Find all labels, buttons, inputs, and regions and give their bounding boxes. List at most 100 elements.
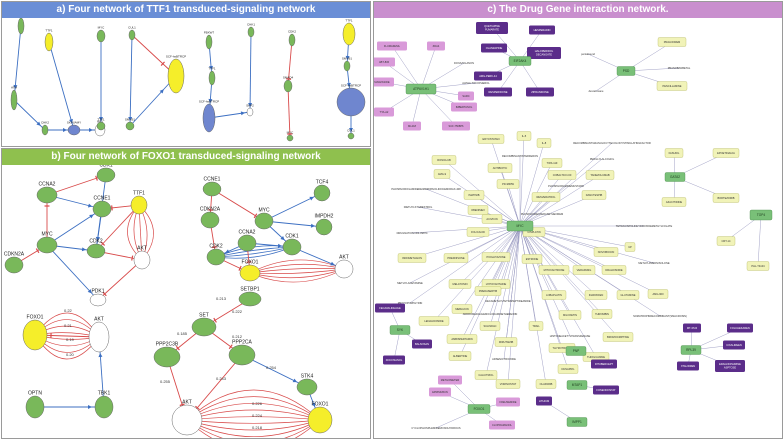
- drug-label: METHYLPREDNISOLONE: [638, 261, 669, 265]
- node-label: FBXW7: [204, 31, 215, 35]
- interaction-edge: [249, 31, 252, 113]
- drug-node-phosphodiesterasetheorem: PHOSPHODIESTERASETHEOREM: [521, 212, 563, 216]
- drug-node-eryostatan: ERYOSTATAN: [477, 134, 505, 144]
- node-label: CUL1: [128, 26, 136, 30]
- drug-node-folchekaren: FOLCHEKAREN: [727, 323, 753, 333]
- drug-node-amg-9: AMG-9: [433, 169, 451, 179]
- node-label: PPP2C3B: [156, 342, 179, 348]
- drug-node-methometer: METHOMETER: [438, 375, 462, 385]
- drug-gene-edge: [757, 214, 762, 267]
- drug-node-pioglitazone: PIOGLITAZONE: [481, 252, 511, 262]
- interaction-edge: [211, 188, 265, 222]
- drug-node-foseodostat: FOSEODOSTAT: [593, 385, 619, 395]
- drug-label: ALPHA-TOCOPHEROL: [462, 81, 490, 85]
- node-chk1: CHK1: [17, 18, 25, 35]
- drug-label: TETRACISPOLINHYDROXIDEMETHYLFOLATE: [616, 224, 673, 228]
- drug-label: PREDASERTIB: [479, 289, 498, 293]
- node-ttf1: TTF1: [208, 67, 216, 86]
- drug-label: PHOSPHORAMIDEMUSTARD: [548, 184, 584, 188]
- drug-node-clopramanol: CLOPRAMANOL: [489, 420, 515, 430]
- node-cdkn2a: CDKN2A: [4, 252, 25, 274]
- drug-label: PIOGLITAZONE: [487, 255, 506, 259]
- node-cdk2: CDK2: [86, 239, 106, 259]
- drug-label: TRAIL: [532, 324, 540, 328]
- node-label: OPTN: [28, 391, 42, 397]
- drug-node-methylprednisolone: METHYLPREDNISOLONE: [638, 261, 669, 265]
- node-cdk1: CDK1: [96, 165, 116, 183]
- drug-label: MANZASIDE: [374, 80, 389, 84]
- drug-node-estrone: ESTRONE: [521, 254, 543, 264]
- drug-label: DECAMETHYLTETRAPEPTIDEAMIDE: [485, 299, 531, 303]
- drug-node-bromocriptine: BROMOCRIPTINE: [602, 332, 634, 342]
- drug-node-obenimex: OBENIMEX: [467, 205, 489, 215]
- drug-label: MELATONIN: [453, 282, 468, 286]
- edge-inhibit-bar: [131, 255, 134, 261]
- drug-label: ZDA4: [433, 44, 440, 48]
- drug-gene-edge: [503, 225, 521, 360]
- drug-node-drugnation-n04-09874: DRUGNATION N04-09874: [397, 231, 428, 235]
- drug-gene-edge: [409, 225, 521, 304]
- drug-node-pd-98059: PD-98059: [496, 179, 520, 189]
- node-pdk1: PDK1: [89, 289, 107, 307]
- node-ccna2: CCNA2: [36, 182, 58, 204]
- drug-label: IMATINIB: [468, 193, 479, 197]
- edge-arrowhead: [98, 352, 103, 358]
- drug-label: IL-5: [522, 134, 527, 138]
- drug-node-freusemide: FREUSEMIDE: [496, 397, 520, 407]
- drug-node-abt-836: ABT-836: [374, 57, 395, 67]
- drug-label: PHOSPHOROGAMIDEDEIMDROPHOLIDOCEMORAX-408: [391, 187, 461, 191]
- drug-label: UP: [628, 245, 632, 249]
- drug-label: FOLICACID: [471, 230, 485, 234]
- node-label: SET: [199, 313, 209, 319]
- drug-node-sulindac: SULINDAC: [479, 321, 501, 331]
- foxo1-network-graph: 0.220.210.190.200.2130.2220.1850.2120.25…: [4, 165, 354, 438]
- drug-node-pralnorem: PRALNOREM: [657, 37, 687, 47]
- drug-label: BROMOCRIPTINE: [607, 335, 629, 339]
- interaction-edge: [186, 419, 321, 424]
- drug-gene-edge: [411, 225, 521, 234]
- drug-node-acivicin: ACIVICIN: [481, 214, 503, 224]
- drug-node-predasertib: PREDASERTIB: [474, 286, 502, 296]
- interaction-edge: [186, 402, 321, 421]
- edge-inhibit-bar: [102, 291, 107, 297]
- node-ttf1: TTF1: [96, 118, 106, 131]
- drug-node-arsenictrioxide: ARSENICTRIOXIDE: [492, 357, 516, 361]
- node-akt: AKT: [171, 400, 203, 436]
- node-cul1: CUL1: [128, 26, 136, 41]
- node-label: TTF1: [345, 19, 352, 23]
- drug-label: MITOXANTRONE: [544, 268, 565, 272]
- edge-arrowhead: [346, 82, 351, 88]
- drug-label: OLANZAPINE: [486, 46, 503, 50]
- edge-arrowhead: [96, 236, 100, 242]
- drug-label: PHL-T4104: [751, 264, 765, 268]
- interaction-edge: [287, 39, 293, 87]
- interaction-edge: [249, 259, 345, 274]
- node-label: SKP2: [246, 104, 254, 108]
- drug-label: SOMATROPINRECOMBINANT(SMACROSIN): [633, 314, 687, 318]
- drug-node-drahosnide: DRAHOSNIDE: [601, 265, 627, 275]
- edge-arrowhead: [88, 405, 92, 409]
- edge-inhibit-bar: [211, 246, 217, 249]
- drug-gene-edge: [461, 225, 521, 310]
- edge-arrowhead: [280, 236, 285, 241]
- drug-label: XTALIDREN: [681, 364, 695, 368]
- drug-label: CRT-14: [722, 239, 731, 243]
- drug-gene-edge: [420, 45, 437, 90]
- drug-label: EPOETINALFA: [717, 151, 735, 155]
- node-setbp1: SETBP1: [238, 287, 262, 307]
- edge-arrowhead: [248, 102, 253, 108]
- drug-gene-edge: [519, 142, 545, 227]
- drug-node-sarc: SARC: [458, 91, 474, 101]
- drug-node-phl-t4104: PHL-T4104: [746, 261, 770, 271]
- drug-node-prednisone: PREDNISONE: [443, 253, 469, 263]
- edge-inhibit-bar: [253, 213, 258, 219]
- drug-node-indomethacin: INDOMETHACIN: [397, 253, 427, 263]
- node-label: CHK2: [41, 121, 49, 125]
- interaction-edge: [186, 419, 321, 431]
- edge-arrowhead: [309, 196, 314, 201]
- node-impdh2: IMPDH2: [315, 214, 334, 236]
- edge-inhibit-bar: [100, 241, 106, 246]
- node-skin-amy: SKIN/AMY: [67, 121, 81, 136]
- node-fbxw7: FBXW7: [204, 31, 215, 50]
- drug-node-recombinantgranulocytecolonystimulatingfactor: RECOMBINANTGRANULOCYTECOLONYSTIMULATINGF…: [573, 141, 651, 145]
